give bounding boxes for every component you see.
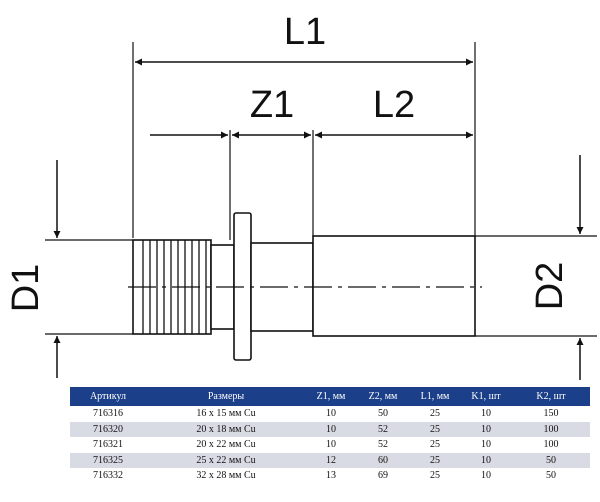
cell-k2: 100 — [543, 423, 559, 435]
cell-article: 716321 — [93, 439, 123, 451]
cell-size: 32 x 28 мм Cu — [196, 470, 256, 482]
cell-z2: 52 — [378, 423, 388, 435]
cell-size: 16 x 15 мм Cu — [196, 408, 256, 420]
cell-k1: 10 — [481, 408, 491, 420]
cell-z2: 50 — [378, 408, 388, 420]
cell-z1: 10 — [326, 423, 336, 435]
table-row: 716332 32 x 28 мм Cu 13 69 25 10 50 — [70, 468, 590, 484]
header-k2: K2, шт — [536, 391, 566, 402]
fitting-sleeve — [312, 235, 476, 337]
cell-article: 716325 — [93, 454, 123, 466]
table-row: 716316 16 x 15 мм Cu 10 50 25 10 150 — [70, 406, 590, 422]
cell-z2: 52 — [378, 439, 388, 451]
cell-size: 25 x 22 мм Cu — [196, 454, 256, 466]
dimension-d1: D1 — [5, 160, 61, 378]
table-row: 716320 20 x 18 мм Cu 10 52 25 10 100 — [70, 421, 590, 437]
header-size: Размеры — [207, 391, 245, 402]
cell-k2: 100 — [543, 439, 559, 451]
table-row: 716321 20 x 22 мм Cu 10 52 25 10 100 — [70, 437, 590, 453]
header-z2: Z2, мм — [368, 391, 398, 402]
z1-label: Z1 — [250, 84, 294, 126]
cell-z1: 10 — [326, 408, 336, 420]
cell-z2: 60 — [378, 454, 388, 466]
cell-l1: 25 — [430, 439, 440, 451]
header-k1: K1, шт — [471, 391, 501, 402]
cell-k1: 10 — [481, 439, 491, 451]
l1-label: L1 — [284, 11, 326, 53]
dimension-l2: L2 — [315, 84, 473, 139]
cell-k2: 50 — [546, 470, 556, 482]
cell-article: 716320 — [93, 423, 123, 435]
cell-l1: 25 — [430, 423, 440, 435]
header-l1: L1, мм — [420, 391, 450, 402]
d1-label: D1 — [5, 264, 47, 313]
header-article: Артикул — [89, 391, 127, 402]
fitting-drawing: L1 Z1 L2 D1 D2 — [5, 11, 597, 380]
cell-l1: 25 — [430, 470, 440, 482]
cell-k2: 150 — [543, 408, 559, 420]
cell-k1: 10 — [481, 423, 491, 435]
table-row: 716325 25 x 22 мм Cu 12 60 25 10 50 — [70, 452, 590, 468]
cell-article: 716332 — [93, 470, 123, 482]
cell-l1: 25 — [430, 408, 440, 420]
cell-size: 20 x 22 мм Cu — [196, 439, 256, 451]
cell-k1: 10 — [481, 470, 491, 482]
l2-label: L2 — [373, 84, 415, 126]
cell-k1: 10 — [481, 454, 491, 466]
dimension-d2: D2 — [529, 155, 584, 380]
table-header-row: Артикул Размеры Z1, мм Z2, мм L1, мм K1,… — [70, 387, 590, 406]
dimension-z1: Z1 — [150, 84, 311, 139]
cell-article: 716316 — [93, 408, 123, 420]
dimension-l1: L1 — [135, 11, 473, 66]
cell-z2: 69 — [378, 470, 388, 482]
cell-size: 20 x 18 мм Cu — [196, 423, 256, 435]
header-z1: Z1, мм — [316, 391, 346, 402]
cell-k2: 50 — [546, 454, 556, 466]
spec-table: Артикул Размеры Z1, мм Z2, мм L1, мм K1,… — [70, 387, 590, 484]
d2-label: D2 — [529, 262, 571, 311]
cell-l1: 25 — [430, 454, 440, 466]
cell-z1: 10 — [326, 439, 336, 451]
cell-z1: 12 — [326, 454, 336, 466]
extension-lines — [45, 42, 597, 337]
cell-z1: 13 — [326, 470, 336, 482]
